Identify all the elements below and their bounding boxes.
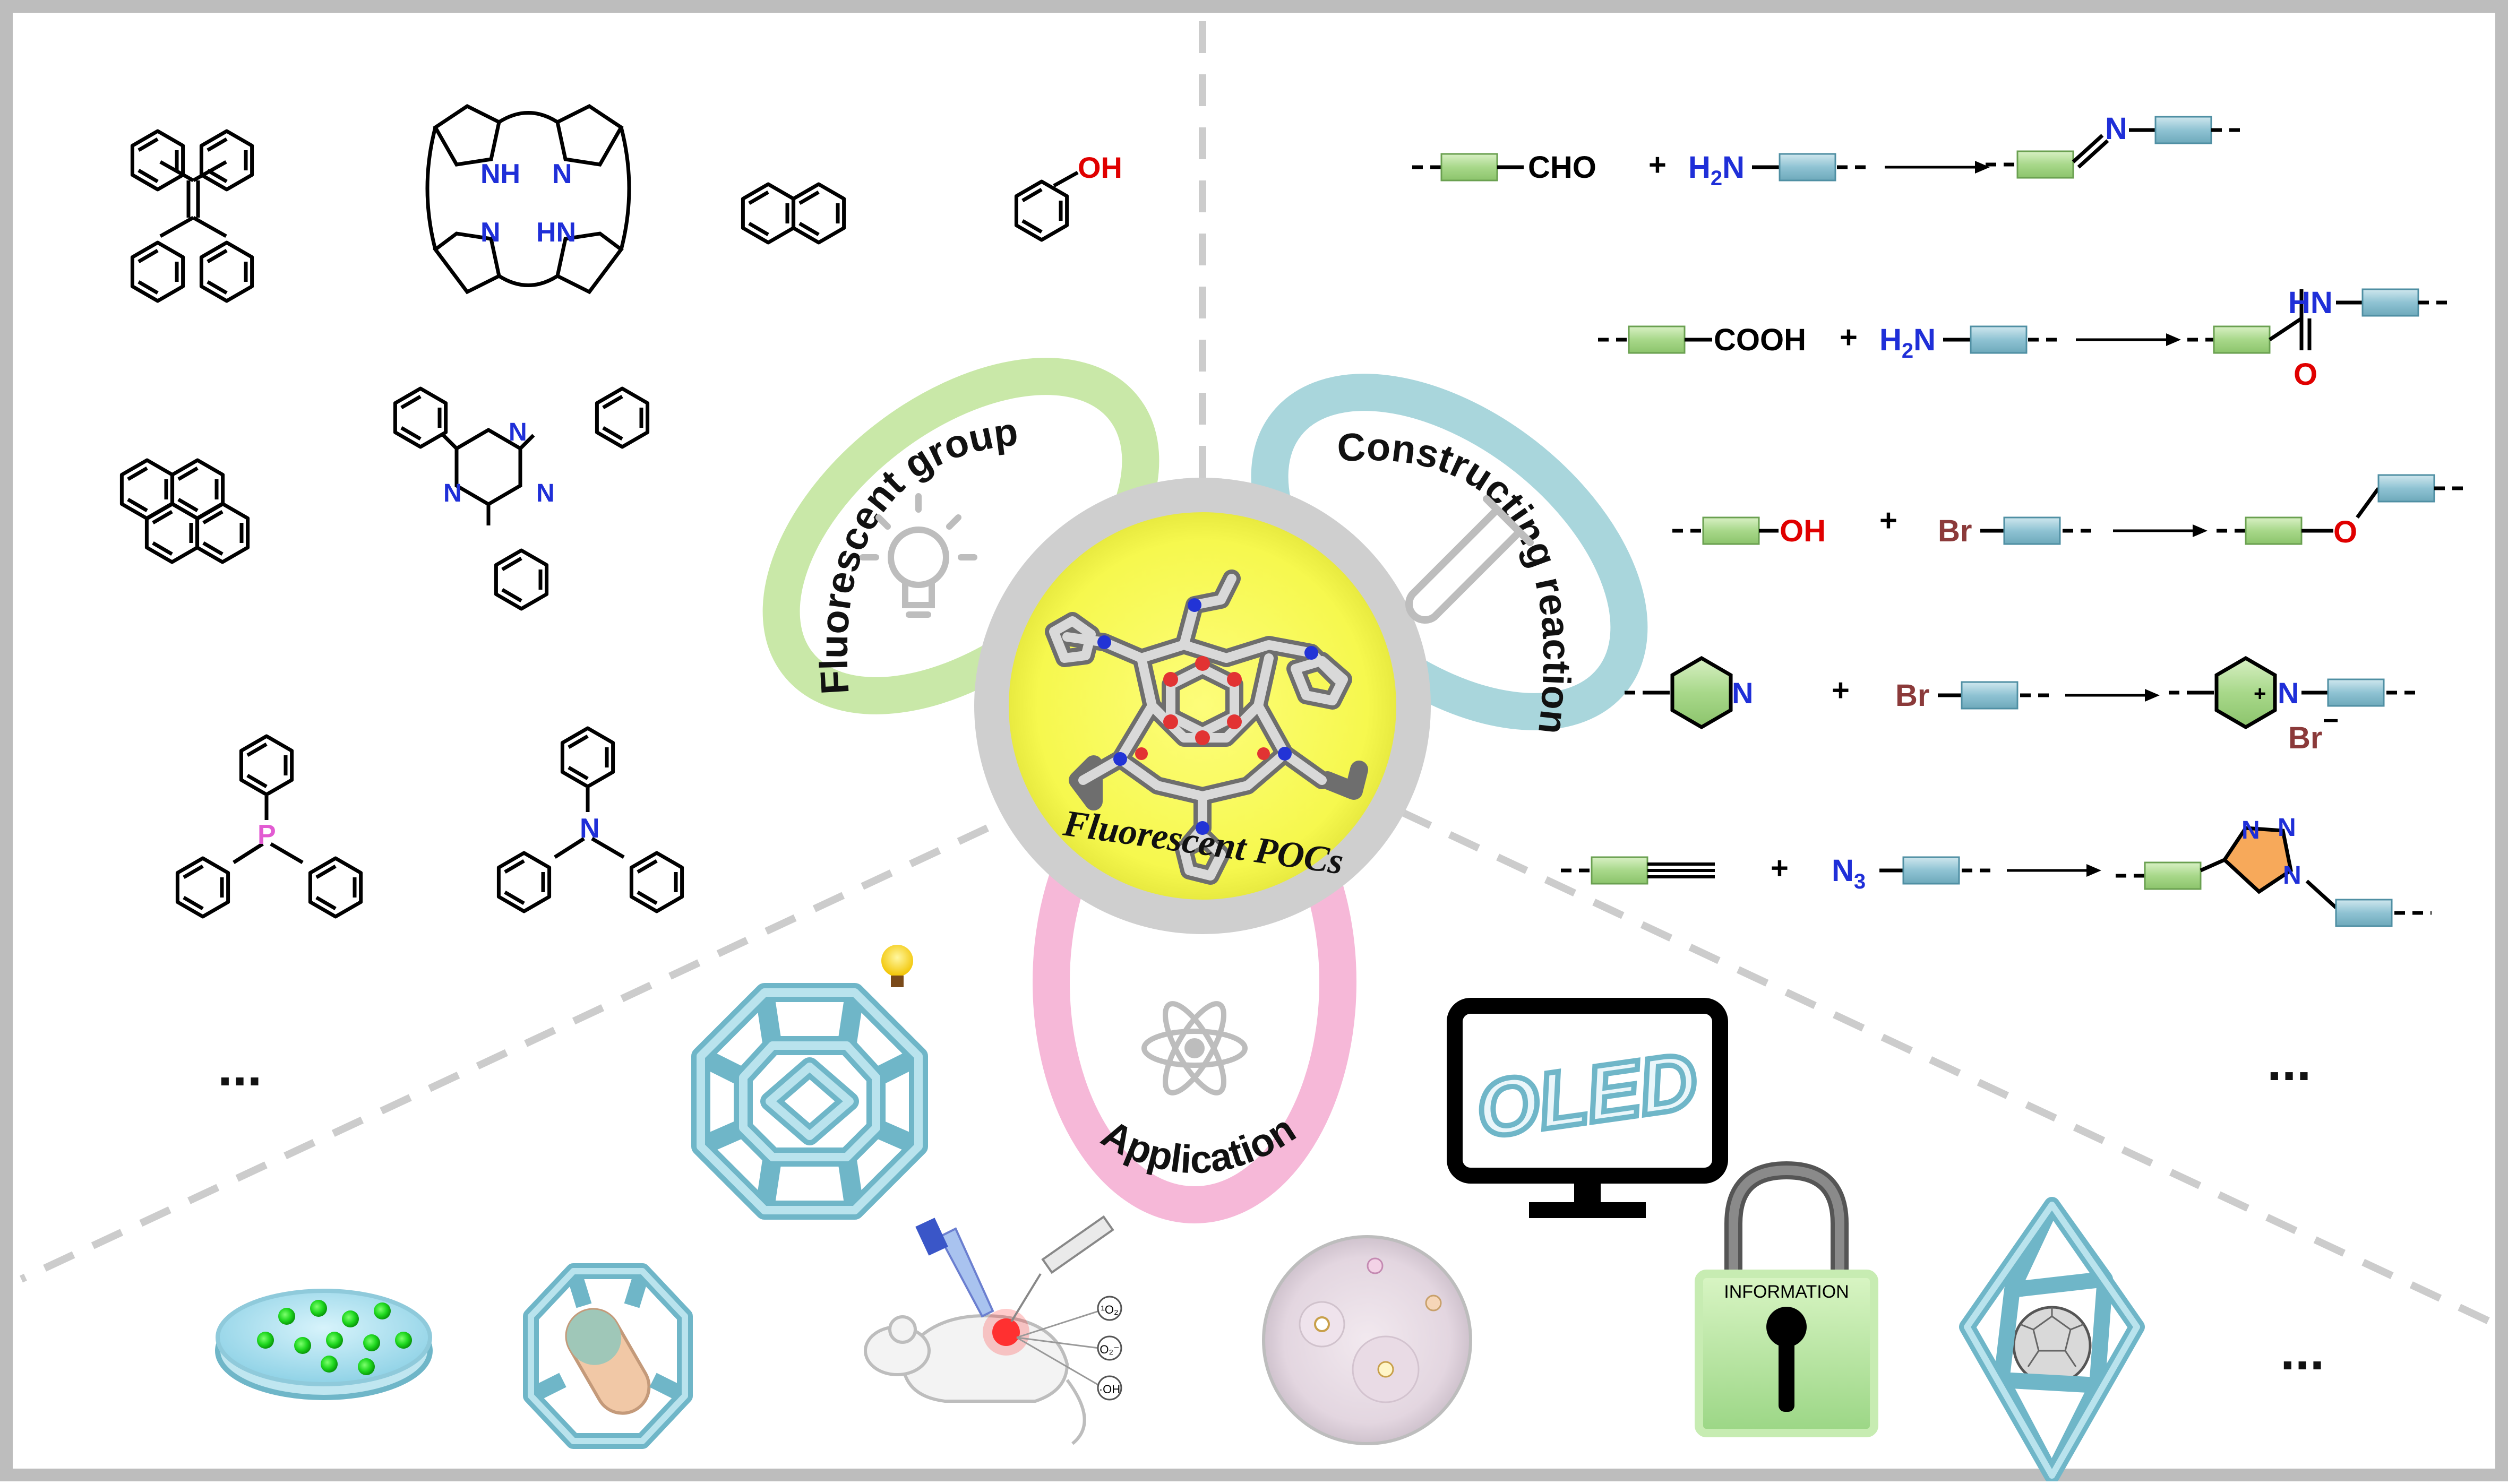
r3-oh: OH [1780, 514, 1826, 548]
ellipsis-right: ... [2267, 1032, 2311, 1092]
r5-plus: + [1771, 851, 1789, 885]
test-tube-icon [1405, 495, 1534, 624]
reaction-3: OH + Br O [1672, 474, 2469, 549]
ellipsis-left: ... [218, 1038, 262, 1097]
lock-label: INFORMATION [1724, 1282, 1849, 1302]
porphyrin-structure [425, 103, 631, 295]
r1-plus: + [1648, 148, 1667, 182]
ros-superoxide: O₂⁻ [1100, 1343, 1119, 1356]
phosphine-p: P [257, 819, 276, 850]
triazine-n-2: N [536, 479, 555, 507]
cage-with-bulb-icon [691, 945, 928, 1220]
triazine-n-1: N [509, 418, 527, 446]
section-dividers [20, 21, 2492, 1325]
amine-n: N [580, 813, 600, 844]
octahedral-cage-fullerene-icon [1959, 1197, 2145, 1483]
information-lock-icon: INFORMATION [1695, 1161, 1878, 1437]
r5-triazole-n2: N [2278, 814, 2296, 842]
oled-monitor-icon: OLED [1447, 998, 1728, 1218]
porphyrin-hn-bottom: HN [536, 217, 576, 248]
lightbulb-icon [860, 493, 977, 618]
center-rings [762, 358, 1648, 1223]
r2-product-o: O [2294, 357, 2317, 392]
r4-charge-minus: − [2323, 705, 2339, 736]
r5-triazole-n3: N [2283, 861, 2301, 890]
triphenylamine-structure [499, 728, 682, 911]
mouse-phototherapy-icon: ¹O₂ O₂⁻ ·OH [864, 1215, 1122, 1445]
cage-drug-capsule-icon [523, 1263, 693, 1449]
r2-product-hn: HN [2288, 286, 2333, 320]
ros-hydroxyl: ·OH [1099, 1383, 1120, 1396]
ellipsis-bottom: ... [2280, 1322, 2324, 1381]
r2-cooh: COOH [1714, 323, 1806, 357]
r4-charge-plus: + [2254, 682, 2266, 705]
tetraphenylethylene-structure [132, 131, 252, 301]
r3-br: Br [1938, 514, 1972, 548]
ros-singlet-oxygen: ¹O₂ [1101, 1303, 1119, 1316]
r5-triazole-n1: N [2241, 816, 2260, 844]
r4-plus: + [1832, 673, 1850, 708]
atom-icon [1141, 1001, 1248, 1095]
phenol-structure [1016, 170, 1079, 240]
culture-dish-icon [1262, 1235, 1472, 1445]
porphyrin-n-bottom: N [480, 217, 501, 248]
reaction-5: + N3 N N N [1561, 814, 2432, 927]
r2-plus: + [1840, 320, 1858, 355]
r5-azide: N3 [1832, 853, 1866, 893]
phenol-oh: OH [1078, 151, 1122, 184]
r3-product-o: O [2333, 515, 2357, 549]
r4-pyridine-n: N [1732, 676, 1753, 710]
reaction-1: CHO + H2N N [1412, 111, 2246, 190]
center-yellow-disc [1009, 512, 1396, 900]
porphyrin-n-top: N [552, 159, 572, 189]
r1-amine: H2N [1688, 150, 1745, 190]
r1-product-n: N [2105, 111, 2127, 146]
triphenyltriazine-structure [395, 389, 647, 609]
triazine-n-3: N [443, 479, 462, 507]
cage-molecule-icon [1045, 570, 1368, 885]
r4-product-br: Br [2288, 721, 2322, 755]
r4-product-n: N [2278, 676, 2299, 710]
r2-amine: H2N [1879, 323, 1936, 363]
r4-br: Br [1895, 678, 1929, 713]
r1-cho: CHO [1528, 150, 1596, 185]
reaction-4: N + Br + N Br − [1625, 655, 2421, 755]
porphyrin-nh-top: NH [480, 159, 520, 189]
r3-plus: + [1879, 503, 1897, 538]
petri-dish-cells-icon [215, 1289, 433, 1400]
triphenylphosphine-structure [177, 736, 360, 917]
reaction-2: COOH + H2N O HN [1598, 286, 2453, 392]
